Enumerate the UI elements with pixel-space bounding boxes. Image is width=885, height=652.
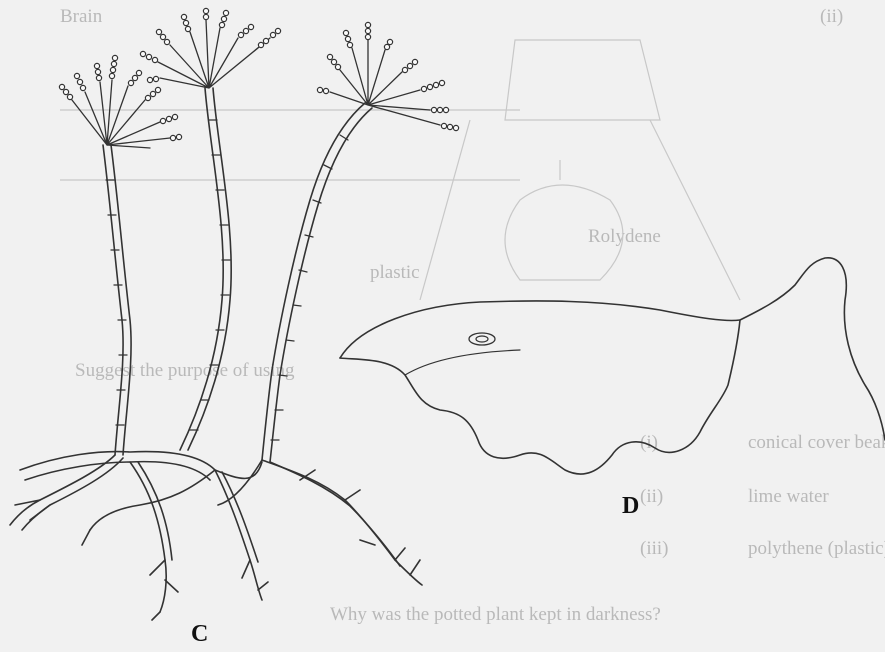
stalk-3 <box>262 103 365 460</box>
leaf-d <box>340 258 885 474</box>
brush-2 <box>158 20 270 88</box>
leaf-upper-edge <box>340 258 885 440</box>
stalk-1 <box>103 145 123 455</box>
leaf-spot-inner <box>476 336 488 342</box>
brush-3 <box>330 40 440 125</box>
stalk-2 <box>180 88 223 450</box>
label-d: D <box>622 493 639 520</box>
leaf-spot-outer <box>469 333 495 345</box>
leaf-lower-edge <box>340 320 740 474</box>
label-c: C <box>191 621 208 648</box>
